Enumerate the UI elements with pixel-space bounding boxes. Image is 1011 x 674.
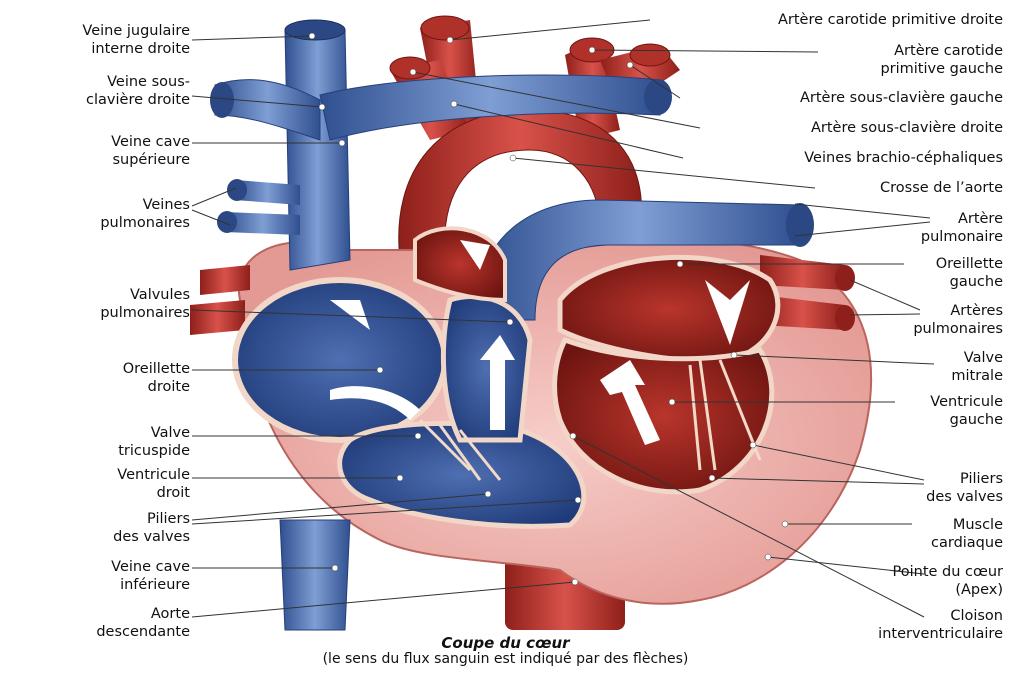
label-sous-claviere-droite: Artère sous-clavière droite [690,119,1003,137]
label-sous-claviere-gauche: Artère sous-clavière gauche [670,89,1003,107]
label-pointe-coeur: Pointe du cœur(Apex) [840,563,1003,599]
left-atrium-chamber [560,257,778,361]
label-veine-sous-claviere: Veine sous-clavière droite [10,73,190,109]
caption-title: Coupe du cœur [0,634,1011,652]
label-veines-brachio-cephaliques: Veines brachio-céphaliques [680,149,1003,167]
label-carotide-droite: Artère carotide primitive droite [640,11,1003,29]
label-crosse-aorte: Crosse de l’aorte [800,179,1003,197]
caption-subtitle: (le sens du flux sanguin est indiqué par… [0,651,1011,667]
